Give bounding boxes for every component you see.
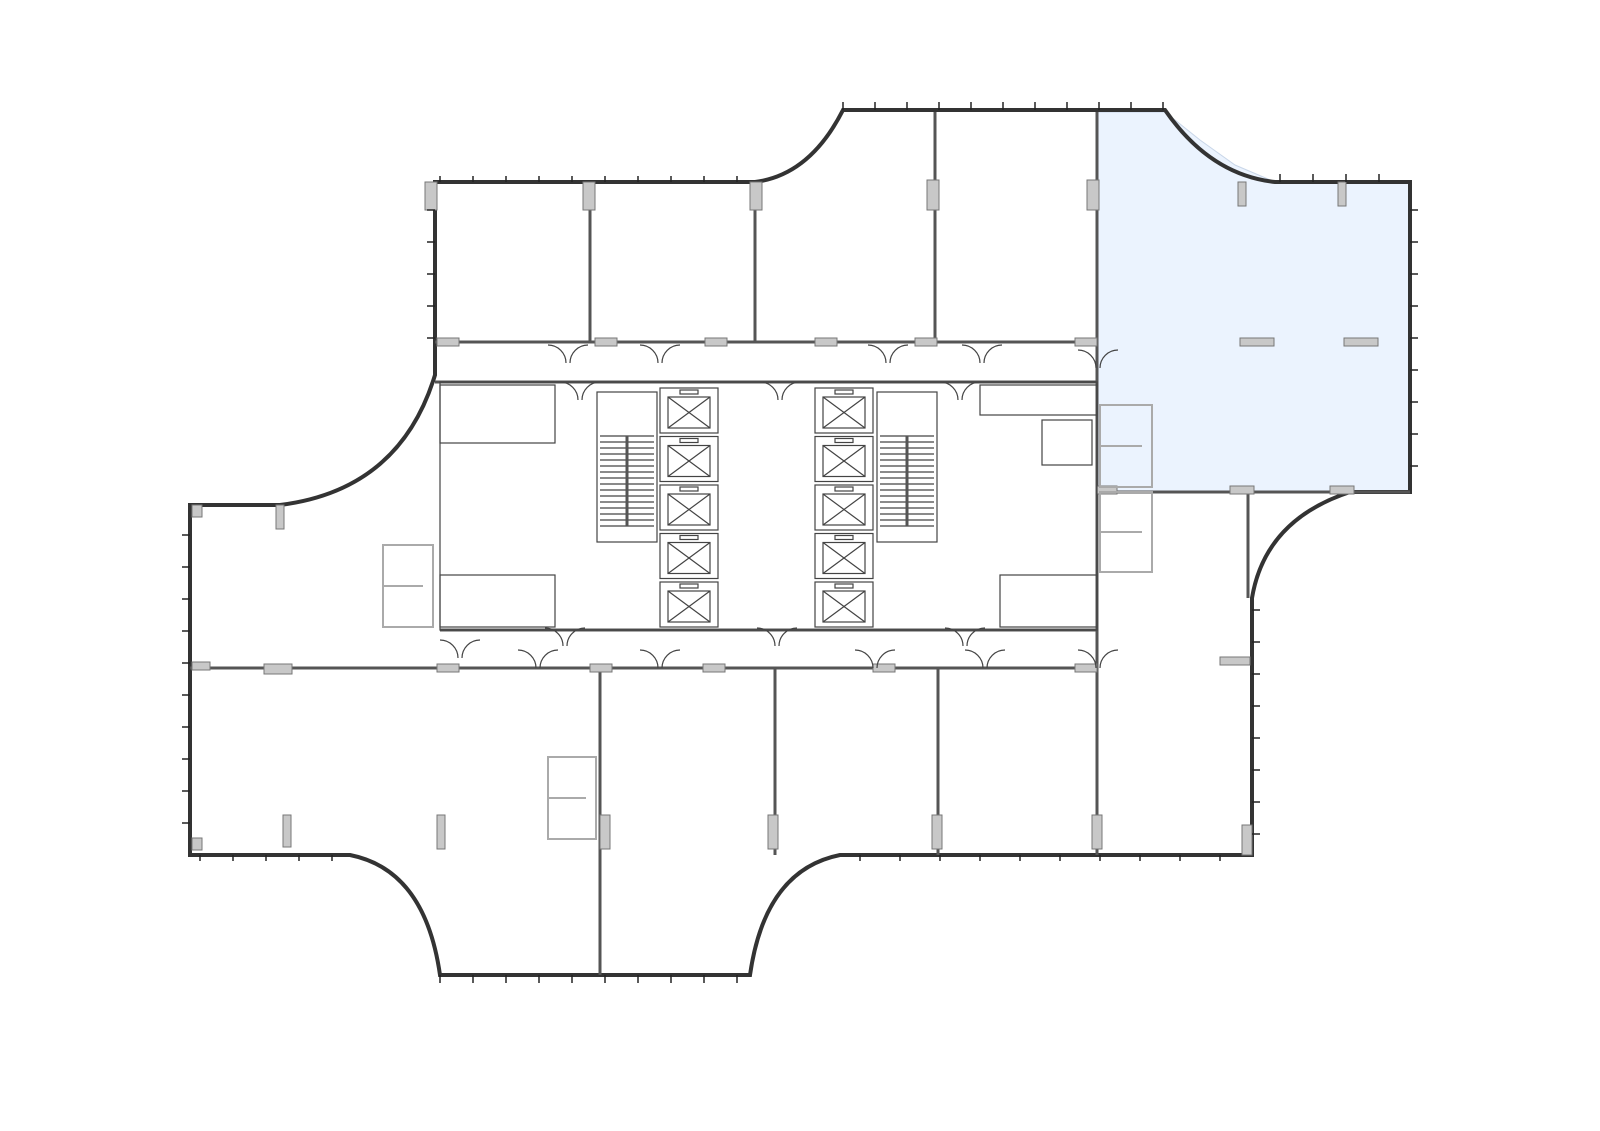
door-swing-icon [759,381,801,401]
elevator-icon [814,532,874,580]
column [1086,179,1100,211]
column [872,663,896,673]
door-swing-icon [559,381,601,401]
door-swing-icon [964,649,1006,669]
door-swing-icon [1077,349,1119,369]
column [1074,663,1098,673]
column [263,663,293,675]
column [594,337,618,347]
toilet-icon [547,756,597,840]
column [191,837,203,851]
column [191,661,211,671]
service-room [439,574,556,628]
elevator-icon [814,581,874,628]
door-swing-icon [961,344,1003,364]
stair-icon [876,391,938,543]
building-core [439,344,1119,669]
door-swing-icon [547,344,589,364]
column [1241,824,1253,856]
highlighted-unit[interactable] [1096,111,1411,493]
door-swing-icon [544,627,586,647]
column [599,814,611,850]
column [436,814,446,850]
elevator-icon [659,387,719,434]
door-swing-icon [439,639,481,659]
door-swing-icon [639,344,681,364]
column [589,663,613,673]
elevator-icon [659,532,719,580]
column [702,663,726,673]
service-room [999,574,1098,628]
door-swing-icon [854,649,896,669]
service-room [1041,419,1093,466]
building-outline [188,108,1412,977]
column [275,504,285,530]
column [1091,814,1103,850]
elevator-icon [659,435,719,483]
column [914,337,938,347]
column [1229,485,1255,495]
column [1343,337,1379,347]
door-swing-icon [756,627,798,647]
column [1329,485,1355,495]
door-swing-icon [867,344,909,364]
column [1074,337,1098,347]
column [191,504,203,518]
column [931,814,943,850]
structural-columns [191,179,1379,856]
column [814,337,838,347]
stair-icon [596,391,658,543]
column [436,663,460,673]
column [1219,656,1251,666]
window-mullions [182,102,1418,983]
elevator-icon [814,435,874,483]
door-swing-icon [517,649,559,669]
column [749,181,763,211]
column [767,814,779,850]
door-swing-icon [639,649,681,669]
column [926,179,940,211]
column [282,814,292,848]
restroom-fixtures [382,404,1153,840]
door-swing-icon [1077,649,1119,669]
toilet-icon [382,544,434,628]
column [1239,337,1275,347]
service-room [979,384,1098,416]
column [436,337,460,347]
elevator-icon [659,581,719,628]
core-outline [439,381,1098,631]
elevator-icon [659,484,719,531]
toilet-icon [1099,404,1153,488]
column [704,337,728,347]
elevator-icon [814,387,874,434]
column [1237,181,1247,207]
column [1337,181,1347,207]
door-swing-icon [944,627,986,647]
column [424,181,438,211]
column [582,181,596,211]
toilet-icon [1099,491,1153,573]
door-swing-icon [939,381,981,401]
service-room [439,384,556,444]
elevator-icon [814,484,874,531]
